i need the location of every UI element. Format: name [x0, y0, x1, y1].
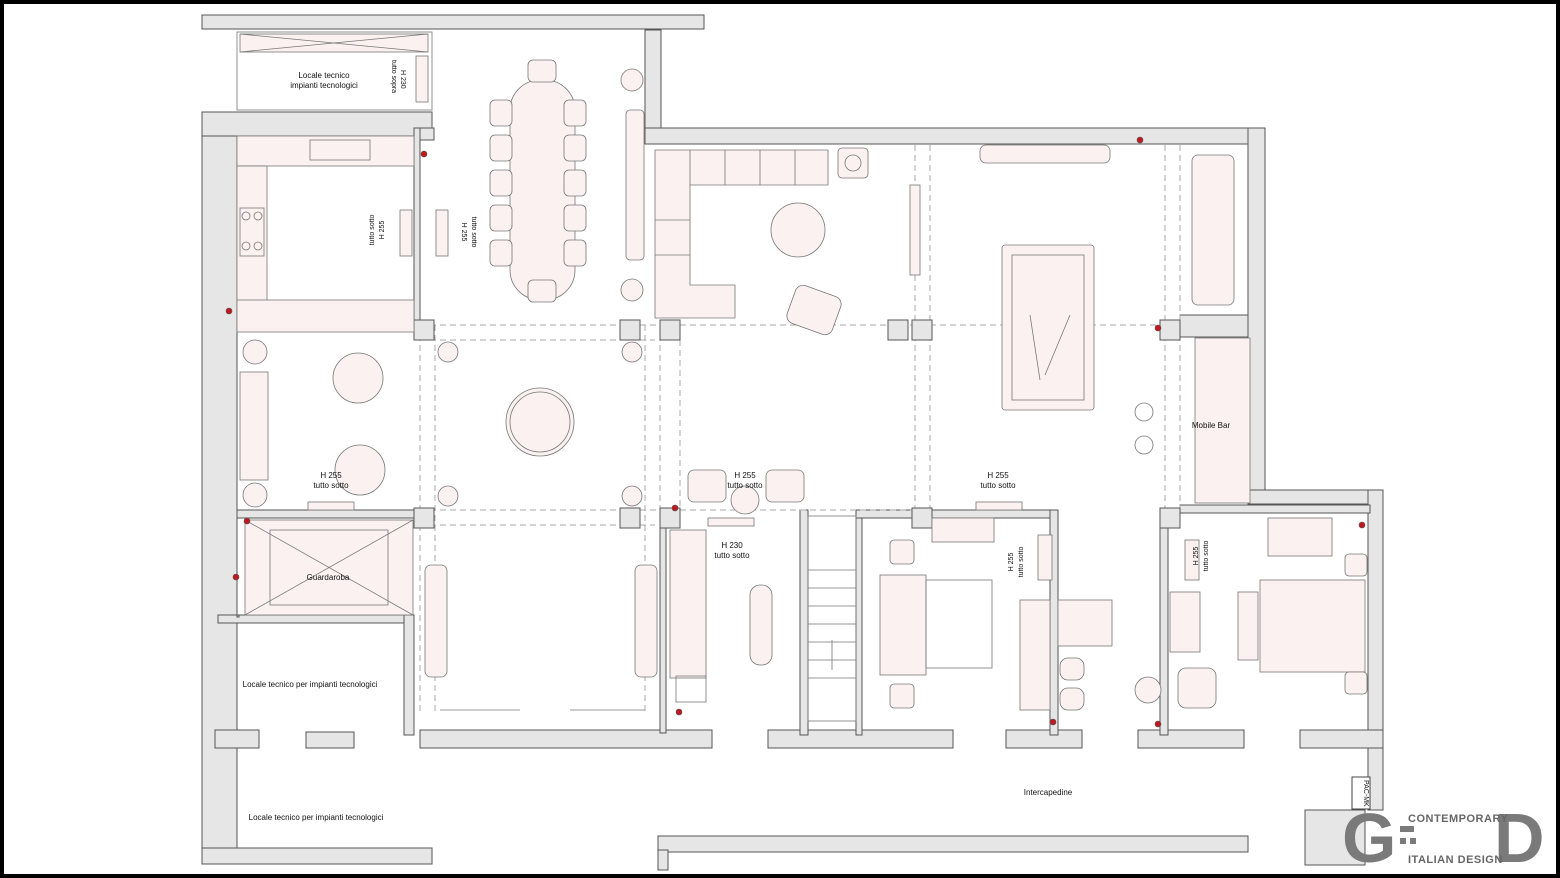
label-cavity: Intercapedine [1024, 788, 1073, 797]
columns [413, 319, 1181, 529]
furniture [236, 31, 1368, 722]
floor-plan-sheet: Locale tecnico impianti tecnologici Loca… [4, 4, 1556, 874]
note-h255-c-1: H 255 [320, 471, 342, 480]
walls [201, 14, 1384, 871]
note-h255-b-2: tutto sotto [470, 217, 477, 248]
logo-line1: CONTEMPORARY [1408, 813, 1508, 825]
note-h255-d-2: tutto sotto [727, 481, 763, 490]
note-h230-sopra-2: tutto sopra [390, 60, 397, 93]
note-h255-f-2: tutto sotto [1018, 547, 1025, 578]
note-h255-e-2: tutto sotto [980, 481, 1016, 490]
label-mobile-bar: Mobile Bar [1192, 421, 1231, 430]
pac-tag: PAC-MK [1362, 780, 1369, 807]
note-h255-f-1: H 255 [1008, 553, 1015, 572]
note-h255-b-1: H 255 [460, 223, 467, 242]
logo-line2: ITALIAN DESIGN [1408, 854, 1503, 866]
note-h230-sotto-2: tutto sotto [714, 551, 750, 560]
label-tech-top-1: Locale tecnico [298, 71, 350, 80]
logo-mark-d: D [1494, 799, 1545, 874]
logo-mark-g: G [1342, 799, 1396, 874]
label-tech-bottom: Locale tecnico per impianti tecnologici [249, 813, 384, 822]
note-h255-a-2: tutto sotto [369, 215, 376, 246]
note-h255-g-1: H 255 [1193, 547, 1200, 566]
note-h230-sopra-1: H 230 [399, 70, 406, 89]
height-notes: H 230 tutto sopra H 255 tutto sotto H 25… [313, 60, 1210, 577]
markers [225, 136, 1366, 728]
note-h230-sotto-1: H 230 [721, 541, 743, 550]
label-wardrobe: Guardaroba [307, 573, 350, 582]
logo: G D CONTEMPORARY ITALIAN DESIGN [1342, 799, 1545, 874]
note-h255-d-1: H 255 [734, 471, 756, 480]
note-h255-c-2: tutto sotto [313, 481, 349, 490]
note-h255-a-1: H 255 [379, 221, 386, 240]
note-h255-g-2: tutto sotto [1203, 541, 1210, 572]
label-tech-mid: Locale tecnico per impianti tecnologici [243, 680, 378, 689]
floor-plan-drawing: Locale tecnico impianti tecnologici Loca… [201, 14, 1545, 874]
label-tech-top-2: impianti tecnologici [290, 81, 358, 90]
room-labels: Locale tecnico impianti tecnologici Loca… [243, 71, 1231, 822]
note-h255-e-1: H 255 [987, 471, 1009, 480]
